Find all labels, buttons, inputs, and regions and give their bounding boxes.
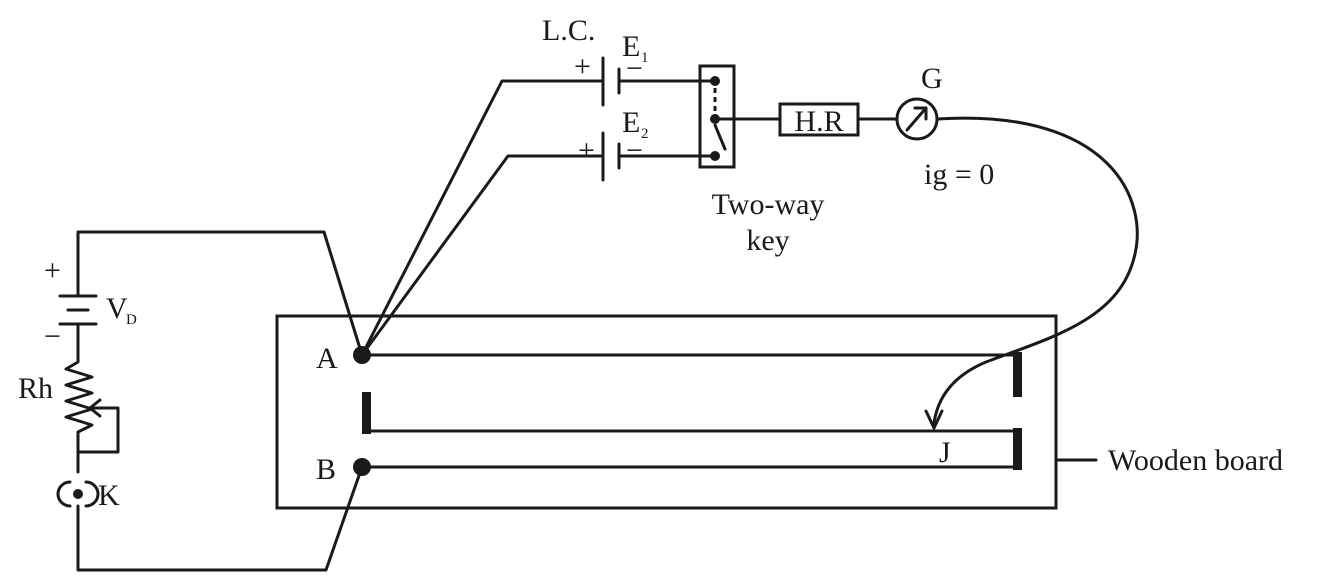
driver-battery-label-sub: D (126, 312, 137, 328)
jockey-label: J (939, 436, 951, 469)
wooden-board (275, 314, 1058, 510)
two-way-key-closed-link (713, 123, 727, 151)
e1-plus: + (574, 50, 591, 83)
wooden-board-label: Wooden board (1108, 444, 1283, 477)
two-way-key-label-line1: Two-way (712, 188, 825, 221)
e1-label-sub: 1 (641, 50, 649, 66)
driver-battery-plus: + (44, 254, 61, 287)
galvanometer-label: G (921, 62, 943, 95)
e2-plus: + (578, 134, 595, 167)
e2-wire-to-a (360, 154, 605, 357)
e2-label: E (622, 106, 640, 139)
copper-strip-right-bottom (1013, 428, 1022, 470)
rheostat-label: Rh (18, 372, 53, 405)
key-k-label: K (98, 479, 120, 512)
driver-battery-label: V (106, 292, 128, 325)
leclanche-cell-label: L.C. (542, 14, 595, 47)
driver-battery-minus: − (44, 320, 61, 353)
rheostat-wire (64, 322, 94, 474)
copper-strip-right-top (1013, 352, 1022, 397)
two-way-key-box (698, 64, 736, 169)
driver-wire-top (76, 230, 364, 357)
e2-minus: − (626, 134, 643, 167)
two-way-key-terminal-1[interactable] (710, 76, 720, 86)
rheostat-slider-arrow (88, 398, 102, 418)
galvanometer-needle-icon (905, 106, 928, 132)
e1-minus: − (626, 52, 643, 85)
galvanometer-reading: ig = 0 (924, 158, 994, 191)
e1-wire-to-a (360, 79, 605, 357)
jockey-arrowhead (924, 409, 944, 430)
terminal-a-label: A (316, 342, 338, 375)
galvanometer-needle-arrowhead (913, 106, 928, 121)
key-k-right-arc (84, 480, 100, 508)
key-k-left-arc (56, 480, 72, 508)
terminal-b-label: B (316, 453, 336, 486)
two-way-key-label-line2: key (746, 224, 789, 257)
rheostat-slider (76, 406, 120, 454)
jockey-lead (932, 116, 1139, 425)
high-resistance-label: H.R (794, 105, 843, 138)
two-way-key-terminal-2[interactable] (710, 151, 720, 161)
driver-wire-bottom (76, 465, 364, 572)
e1-label: E (622, 30, 640, 63)
key-k-plug[interactable] (73, 489, 83, 499)
e2-label-sub: 2 (641, 126, 649, 142)
copper-strip-left (362, 392, 371, 434)
